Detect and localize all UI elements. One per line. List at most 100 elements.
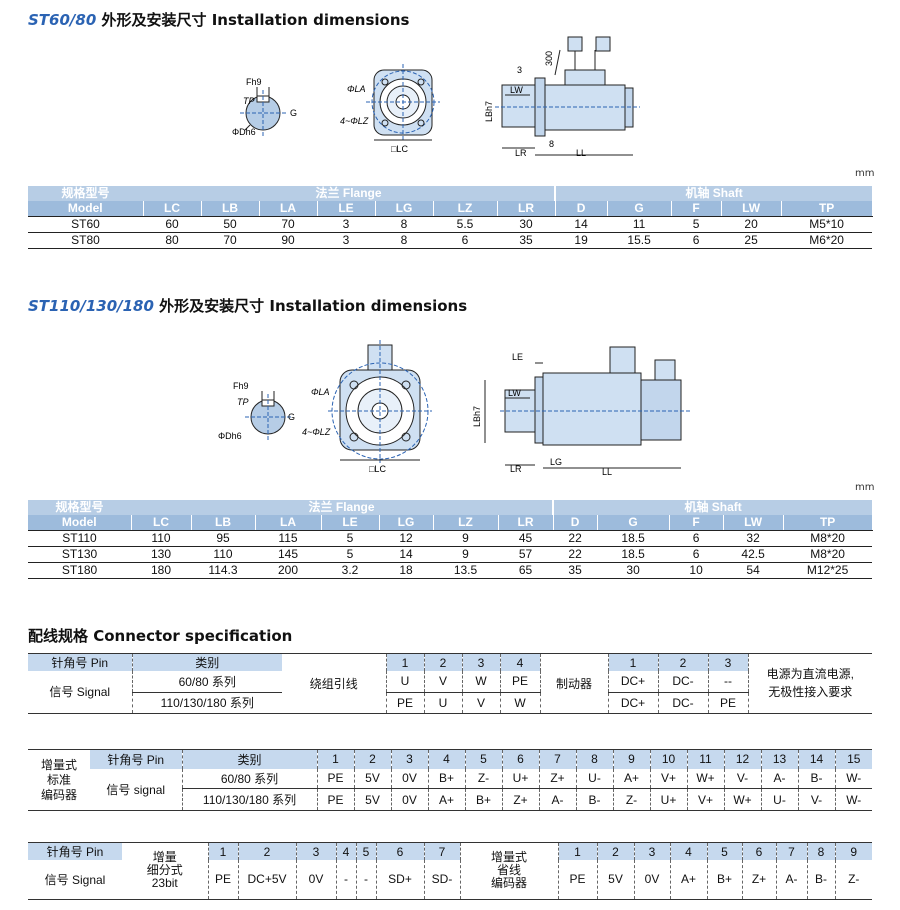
value-23bit: SD+ — [375, 860, 424, 900]
flange-front-drawing — [366, 64, 440, 141]
label-dim3: 3 — [517, 65, 522, 75]
winding-value: U — [385, 671, 424, 693]
category-label: 类别 — [181, 749, 317, 769]
col-header: LG — [375, 201, 434, 217]
value-cell: 45 — [498, 530, 554, 547]
value-cell: 35 — [553, 562, 598, 579]
model-cell: ST130 — [28, 546, 131, 563]
brake-value: DC+ — [607, 671, 658, 693]
brake-value: DC- — [657, 671, 708, 693]
pin-23bit: 2 — [237, 842, 296, 860]
pin-wire-saving: 9 — [834, 842, 872, 860]
col-header: TP — [781, 201, 873, 217]
pin-23bit: 3 — [295, 842, 336, 860]
subdivision-encoder-label: 增量 细分式 23bit — [122, 842, 208, 900]
encoder-value: Z+ — [538, 768, 576, 789]
subdivision-line1: 增量 — [152, 850, 177, 865]
pin-23bit: 4 — [335, 842, 356, 860]
value-cell: 13.5 — [433, 562, 498, 579]
brake-pin: 3 — [707, 653, 748, 671]
brake-note-line1: 电源为直流电源, — [766, 667, 854, 682]
col-header: G — [607, 201, 672, 217]
value-cell: 70 — [259, 216, 317, 233]
pin-23bit: 6 — [375, 842, 424, 860]
section1-drawings: Fh9 TP G ΦDh6 ΦLA 4~ΦLZ □LC 3 300 LW LBh… — [232, 36, 640, 158]
value-cell: 25 — [721, 232, 782, 249]
brake-note: 电源为直流电源, 无极性接入要求 — [747, 653, 872, 714]
value-cell: 114.3 — [191, 562, 255, 579]
value-cell: 10 — [669, 562, 724, 579]
winding-value: V — [423, 671, 462, 693]
model-cell: ST180 — [28, 562, 131, 579]
value-cell: 8 — [375, 232, 433, 249]
pin-23bit: 1 — [207, 842, 238, 860]
value-cell: 18 — [379, 562, 433, 579]
value-cell: 12 — [379, 530, 433, 547]
wire-saving-line3: 编码器 — [490, 876, 527, 891]
winding-value: PE — [499, 671, 540, 693]
pin-23bit: 7 — [423, 842, 460, 860]
pin-wire-saving: 7 — [775, 842, 807, 860]
encoder-value: U- — [760, 788, 798, 811]
encoder-value: V- — [723, 768, 761, 789]
label-lz: 4~ΦLZ — [302, 427, 331, 437]
col-header: LC — [131, 515, 192, 531]
pin-wire-saving: 2 — [596, 842, 634, 860]
wire-saving-line1: 增量式 — [490, 850, 527, 865]
value-cell: 6 — [669, 546, 724, 563]
col-header: LZ — [433, 515, 499, 531]
header-model-en: Model — [28, 515, 132, 531]
shaft-section-drawing — [240, 87, 286, 136]
encoder-value: V+ — [686, 788, 724, 811]
winding-value: U — [423, 692, 462, 714]
encoder-pin: 10 — [649, 749, 687, 769]
label-fh9: Fh9 — [233, 381, 249, 391]
section2-dimension-table: 规格型号 法兰 Flange 机轴 Shaft Model LC LB LA L… — [28, 500, 873, 579]
value-cell: 3.2 — [321, 562, 379, 579]
label-ll: LL — [602, 467, 612, 477]
section1-dimension-table: 规格型号 法兰 Flange 机轴 Shaft Model LC LB LA L… — [28, 186, 873, 249]
series-60-80: 60/80 系列 — [181, 768, 317, 789]
encoder-value: V+ — [649, 768, 687, 789]
value-cell: 18.5 — [597, 530, 670, 547]
col-header: LG — [379, 515, 434, 531]
connector-table-23bit: 针角号 Pin 增量 细分式 23bit 1 2 3 4 5 6 7 增量式 省… — [28, 842, 872, 900]
label-g: G — [288, 412, 295, 422]
value-cell: 5 — [671, 216, 722, 233]
section1-title-text: 外形及安装尺寸 Installation dimensions — [101, 11, 410, 29]
encoder-value: B+ — [427, 768, 465, 789]
encoder-value: V- — [797, 788, 835, 811]
col-header: LE — [321, 515, 380, 531]
col-header: D — [553, 515, 598, 531]
value-cell: 130 — [131, 546, 191, 563]
label-la: ΦLA — [311, 387, 330, 397]
value-cell: 8 — [375, 216, 433, 233]
value-cell: 54 — [723, 562, 784, 579]
col-header: LB — [201, 201, 260, 217]
encoder-pin: 12 — [723, 749, 761, 769]
col-header: LW — [721, 201, 782, 217]
col-header: LA — [259, 201, 318, 217]
col-header: F — [671, 201, 722, 217]
value-cell: 30 — [597, 562, 670, 579]
value-cell: 11 — [607, 216, 672, 233]
section2-title-text: 外形及安装尺寸 Installation dimensions — [159, 297, 468, 315]
pin-wire-saving: 8 — [806, 842, 835, 860]
section2-title: ST110/130/180 外形及安装尺寸 Installation dimen… — [28, 295, 467, 316]
encoder-value: A- — [538, 788, 576, 811]
shaft-section-drawing — [245, 391, 291, 440]
value-cell: M8*20 — [783, 546, 873, 563]
header-shaft: 机轴 Shaft — [553, 500, 873, 515]
value-cell: 9 — [433, 530, 498, 547]
label-la: ΦLA — [347, 84, 366, 94]
winding-value: V — [461, 692, 500, 714]
subdivision-line3: 23bit — [151, 876, 178, 891]
series-60-80: 60/80 系列 — [131, 671, 282, 693]
encoder-value: U+ — [501, 768, 539, 789]
label-tp: TP — [243, 96, 255, 106]
pin-label: 针角号 Pin — [28, 842, 122, 860]
encoder-value: W- — [834, 788, 872, 811]
value-23bit: 0V — [295, 860, 336, 900]
value-23bit: - — [335, 860, 356, 900]
encoder-pin: 4 — [427, 749, 465, 769]
